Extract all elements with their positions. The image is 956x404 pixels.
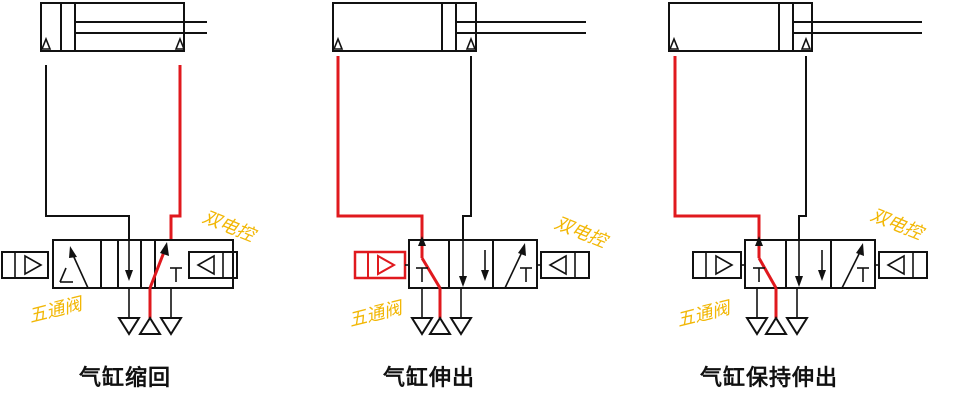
air-supply-icon (138, 316, 162, 335)
pipe-b (462, 56, 472, 240)
flow-arrow-icon (125, 270, 133, 281)
pipe-b-active (169, 65, 182, 240)
cylinder-3 (668, 2, 922, 52)
pipe-a-active (673, 56, 761, 240)
solenoid-right-icon (548, 254, 567, 276)
flow-arrow-icon (795, 276, 803, 287)
pipe-b (798, 56, 807, 240)
exhaust-icon (745, 317, 769, 336)
exhaust-icon (785, 317, 809, 336)
flow-arrow-icon (518, 243, 526, 256)
pipe-a (45, 65, 130, 240)
caption-retract: 气缸缩回 (79, 366, 172, 391)
flow-arrow-icon (755, 236, 763, 246)
flow-arrow-icon (418, 236, 426, 246)
port-arrow-icon (332, 36, 344, 50)
solenoid-left-active (353, 250, 407, 280)
port-arrow-icon (800, 36, 812, 50)
exhaust-icon (449, 317, 473, 336)
panel-extend (332, 2, 590, 336)
flow-arrow-icon (459, 276, 467, 287)
caption-hold-extended: 气缸保持伸出 (700, 366, 839, 391)
solenoid-right-icon (886, 254, 905, 276)
flow-arrow-icon (69, 246, 77, 258)
solenoid-left-icon (24, 254, 43, 276)
solenoid-right-icon (196, 254, 215, 276)
solenoid-left-icon (715, 254, 734, 276)
air-supply-icon (764, 316, 788, 335)
pipe-a-active (336, 56, 424, 240)
port-arrow-icon (465, 36, 477, 50)
flow-arrow-icon (818, 270, 826, 281)
panel-hold-extended (668, 2, 928, 336)
cylinder-1 (40, 2, 207, 52)
flow-arrow-icon (481, 270, 489, 281)
flow-arrow-icon (160, 242, 169, 256)
cylinder-2 (332, 2, 586, 52)
port-arrow-icon (40, 36, 52, 50)
exhaust-icon (410, 317, 434, 336)
solenoid-left-icon (377, 254, 397, 276)
port-arrow-icon (668, 36, 680, 50)
caption-extend: 气缸伸出 (383, 366, 476, 391)
exhaust-icon (159, 317, 183, 336)
flow-arrow-icon (856, 243, 864, 256)
panel-retract (1, 2, 238, 336)
port-arrow-icon (174, 36, 186, 50)
valve-2 (353, 236, 590, 289)
valve-3 (692, 236, 928, 289)
valve-1 (1, 239, 238, 289)
air-supply-icon (428, 316, 452, 335)
exhaust-icon (117, 317, 141, 336)
